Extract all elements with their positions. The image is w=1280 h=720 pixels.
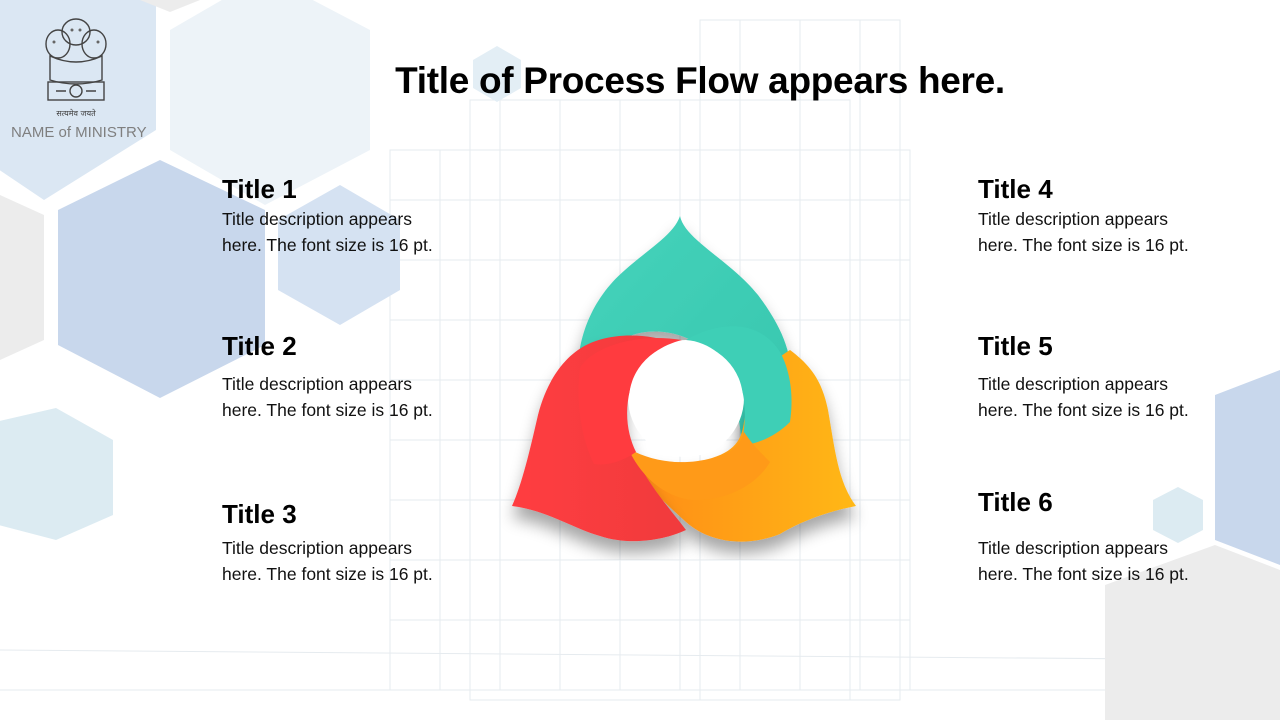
ministry-name: NAME of MINISTRY — [11, 124, 147, 141]
item-description: Title description appears here. The font… — [978, 209, 1189, 255]
hexagon-decoration — [140, 0, 200, 12]
process-item-5: Title 5 Title description appears here. … — [978, 331, 1208, 423]
item-description: Title description appears here. The font… — [978, 538, 1189, 584]
national-emblem-icon: सत्यमेव जयते — [45, 18, 107, 118]
hexagon-decoration — [473, 46, 521, 102]
item-title: Title 4 — [978, 174, 1053, 204]
hexagon-decoration — [278, 185, 400, 325]
hexagon-decoration — [1105, 545, 1280, 720]
item-title: Title 5 — [978, 331, 1053, 361]
item-title: Title 1 — [222, 174, 297, 204]
item-title: Title 3 — [222, 499, 297, 529]
process-item-1: Title 1 Title description appears here. … — [222, 174, 452, 258]
item-title: Title 6 — [978, 487, 1053, 517]
hexagon-decoration — [0, 408, 113, 540]
slide-title: Title of Process Flow appears here. — [395, 60, 1005, 101]
hexagon-decoration — [0, 195, 44, 360]
hexagon-decoration — [1153, 487, 1203, 543]
item-description: Title description appears here. The font… — [978, 374, 1189, 420]
hexagon-decoration — [58, 160, 265, 398]
hexagon-decoration — [170, 0, 370, 205]
item-title: Title 2 — [222, 331, 297, 361]
process-item-2: Title 2 Title description appears here. … — [222, 331, 452, 423]
national-emblem: सत्यमेव जयते — [36, 10, 116, 122]
item-description: Title description appears here. The font… — [222, 209, 433, 255]
red-petal-inner — [578, 338, 682, 465]
process-item-6: Title 6 Title description appears here. … — [978, 487, 1208, 587]
item-description: Title description appears here. The font… — [222, 374, 433, 420]
process-cycle-diagram — [512, 216, 856, 542]
item-description: Title description appears here. The font… — [222, 538, 433, 584]
orange-petal-inner — [628, 432, 770, 500]
teal-petal-inner — [686, 326, 792, 446]
process-item-4: Title 4 Title description appears here. … — [978, 174, 1208, 258]
hexagon-decoration — [1215, 370, 1280, 565]
svg-text:सत्यमेव जयते: सत्यमेव जयते — [56, 108, 96, 118]
cycle-center-hole — [629, 343, 743, 457]
process-item-3: Title 3 Title description appears here. … — [222, 499, 452, 587]
